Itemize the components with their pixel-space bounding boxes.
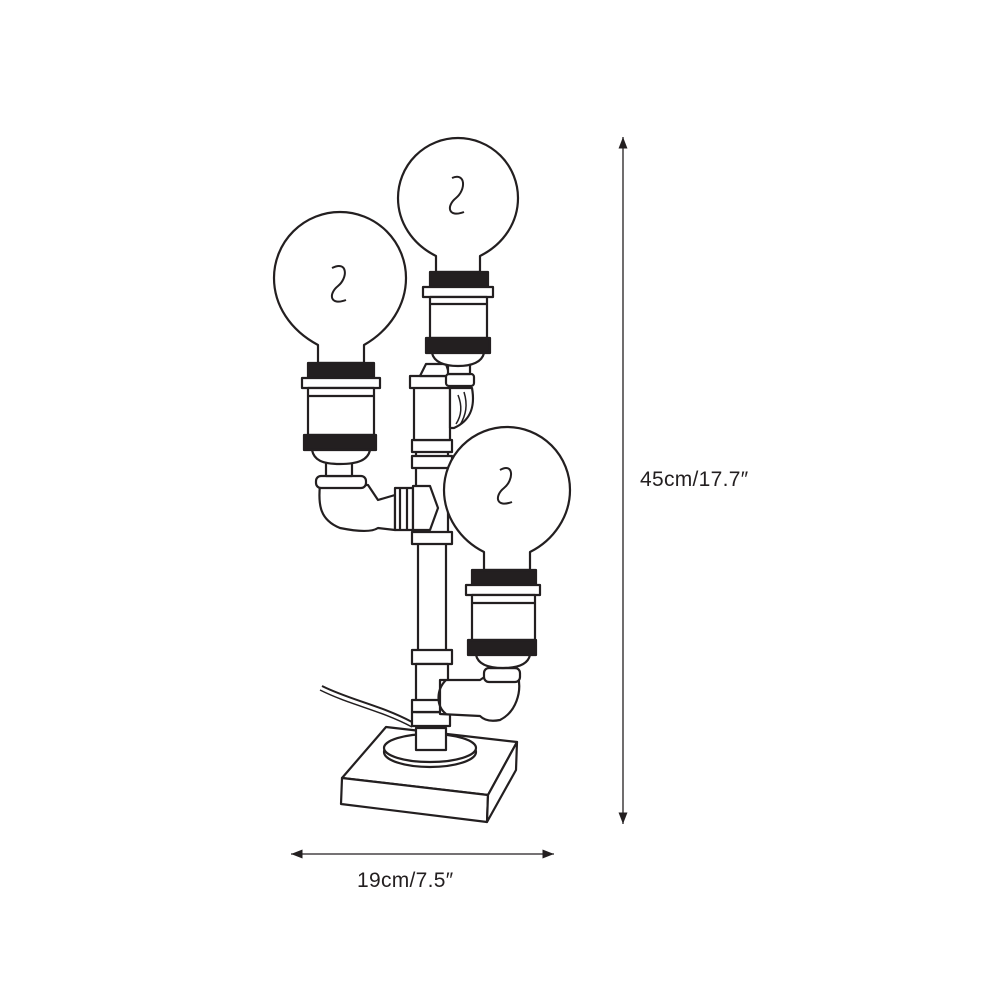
power-cord [321, 685, 413, 723]
left-elbow [314, 460, 440, 533]
top-bulb [396, 136, 520, 368]
height-label: 45cm/17.7″ [640, 468, 749, 491]
top-elbow [444, 362, 476, 430]
bottom-elbow [437, 654, 522, 722]
main-pipe [408, 362, 456, 714]
left-bulb [272, 210, 408, 466]
floor-flange [382, 710, 478, 769]
width-label: 19cm/7.5″ [357, 869, 454, 892]
right-bulb [442, 425, 572, 670]
